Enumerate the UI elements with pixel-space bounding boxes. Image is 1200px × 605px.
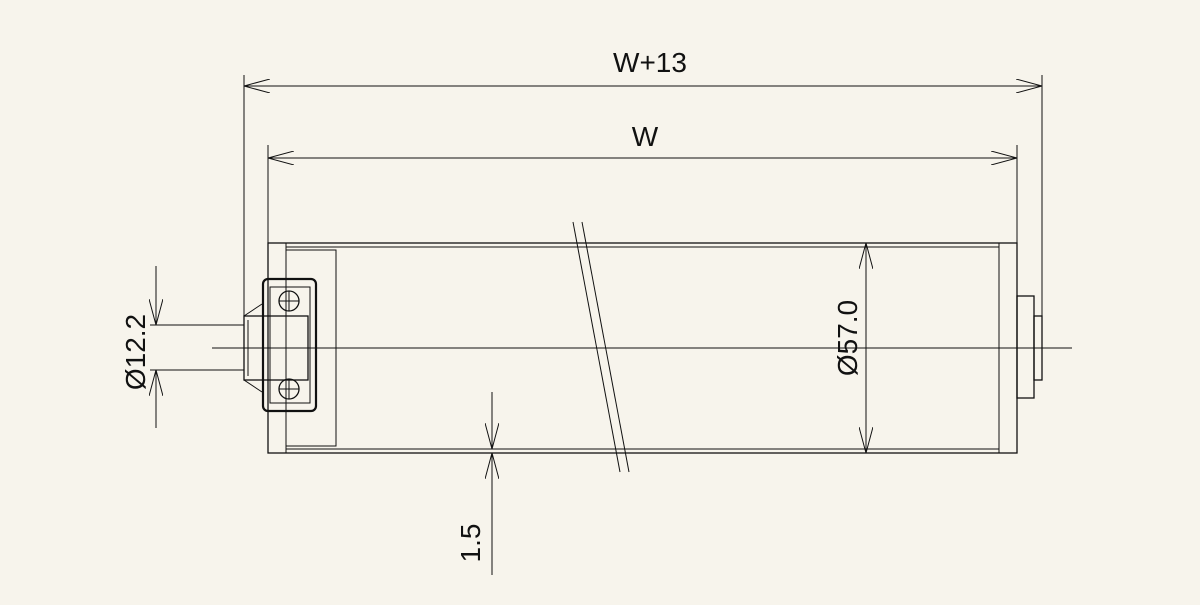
dim-label-shaft: Ø12.2 — [120, 314, 151, 390]
dim-tube-diameter: Ø57.0 — [832, 243, 866, 453]
bearing-seat-inner — [269, 286, 311, 404]
dim-label-tube: Ø57.0 — [832, 300, 863, 376]
dim-wall-thickness: 1.5 — [430, 392, 505, 575]
dim-overall-width: W+13 — [243, 47, 1043, 320]
shaft-right — [1016, 295, 1043, 399]
dim-label-width: W — [632, 121, 659, 152]
bearing-right — [1016, 295, 1035, 399]
break-line-1 — [572, 221, 621, 473]
break-line-2 — [581, 221, 630, 473]
shaft-taper-upper — [243, 303, 263, 317]
dim-shaft-diameter: Ø12.2 — [120, 266, 244, 428]
roller-tube — [267, 221, 1018, 473]
dim-width: W — [267, 121, 1018, 243]
bearing-assembly-left — [243, 277, 318, 413]
dim-label-wall: 1.5 — [455, 524, 486, 563]
dim-label-overall: W+13 — [613, 47, 687, 78]
shaft-taper-lower — [243, 379, 263, 393]
bearing-seat-outer — [261, 277, 318, 413]
